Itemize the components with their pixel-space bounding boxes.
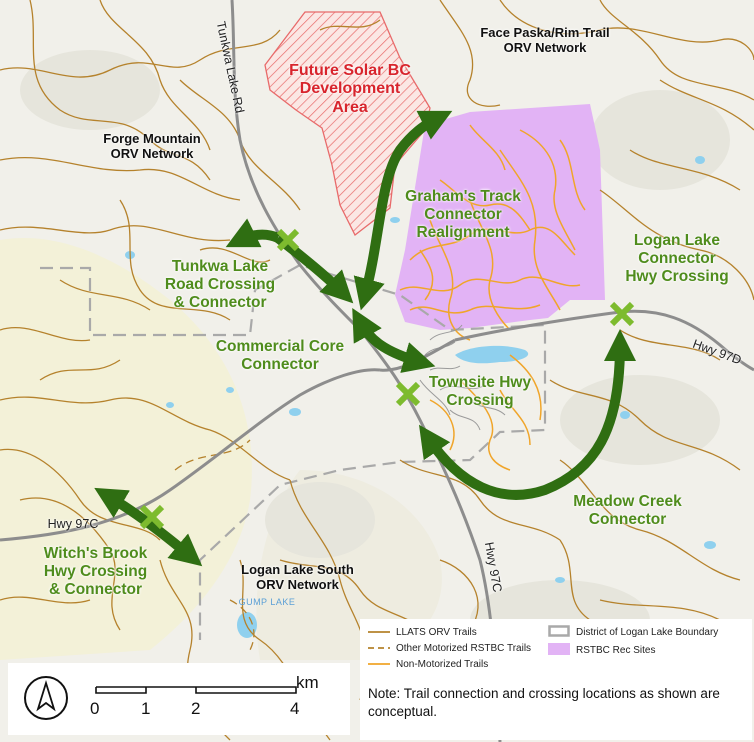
legend-item-llats: LLATS ORV Trails: [368, 627, 477, 638]
legend-llats-label: LLATS ORV Trails: [396, 627, 477, 638]
grahams-track-connector-arrow: [353, 110, 453, 311]
scale-tick-0: 0: [90, 699, 100, 718]
witchs-brook-label: Witch's Brook Hwy Crossing & Connector: [43, 545, 148, 598]
map-legend: LLATS ORV Trails Other Motorized RSTBC T…: [360, 619, 752, 740]
other-motorized-trails: [174, 439, 255, 651]
other-motorized-swatch: [368, 643, 390, 654]
boundary-swatch: [548, 625, 570, 640]
rec-sites-swatch: [548, 643, 570, 658]
tunkwa-road-west-arrow: [225, 218, 281, 248]
scale-graphics: [24, 676, 297, 720]
connector-arrows: [94, 110, 636, 567]
scale-tick-4: 4: [290, 699, 300, 718]
commercial-core-connector-arrow: [352, 308, 436, 373]
district-boundary: [40, 263, 547, 640]
crossing-x-icon: [139, 504, 165, 530]
scale-tick-1: 1: [141, 699, 151, 718]
scale-bar-box: 0 1 2 4 km: [8, 663, 350, 735]
legend-item-rec-sites: RSTBC Rec Sites: [548, 643, 655, 658]
forge-mountain-label: Forge Mountain ORV Network: [103, 131, 201, 161]
tunkwa-crossing-label: Tunkwa Lake Road Crossing & Connector: [164, 258, 276, 311]
scale-tick-2: 2: [191, 699, 201, 718]
legend-other-motorized-label: Other Motorized RSTBC Trails: [396, 643, 532, 654]
meadow-creek-connector-arrow: [418, 329, 636, 500]
hwy-97c-west-label: Hwy 97C: [47, 517, 99, 531]
grahams-track-label: Graham's Track Connector Realignment: [405, 188, 521, 241]
crossing-x-icon: [276, 228, 300, 252]
non-motorized-swatch: [368, 659, 390, 670]
legend-item-other-motorized: Other Motorized RSTBC Trails: [368, 643, 531, 654]
crossing-x-icon: [395, 381, 421, 407]
solar-area-label: Future Solar BC Development Area: [289, 62, 411, 116]
north-arrow-icon: [24, 676, 68, 720]
crossing-x-icon: [609, 301, 635, 327]
logan-lake-south-label: Logan Lake South ORV Network: [241, 562, 354, 592]
scale-unit: km: [296, 673, 319, 692]
gump-lake-label: GUMP LAKE: [238, 597, 296, 607]
witchs-brook-connector-arrow: [94, 487, 203, 567]
townsite-crossing-label: Townsite Hwy Crossing: [428, 374, 532, 409]
legend-item-boundary: District of Logan Lake Boundary: [548, 625, 718, 640]
llats-swatch: [368, 627, 390, 638]
legend-boundary-label: District of Logan Lake Boundary: [576, 627, 719, 638]
commercial-core-label: Commercial Core Connector: [215, 338, 345, 373]
crossing-markers: [139, 228, 635, 530]
meadow-creek-label: Meadow Creek Connector: [573, 493, 682, 528]
face-paska-label: Face Paska/Rim Trail ORV Network: [480, 25, 610, 55]
scale-bar: [95, 686, 297, 694]
hwy-97d-road: [454, 309, 754, 372]
legend-note: Note: Trail connection and crossing loca…: [368, 686, 720, 720]
legend-rec-sites-label: RSTBC Rec Sites: [576, 645, 656, 656]
logan-lake-connector-label: Logan Lake Connector Hwy Crossing: [625, 232, 729, 285]
legend-item-non-motorized: Non-Motorized Trails: [368, 659, 488, 670]
hwy-97c-west-road: [0, 368, 381, 542]
legend-non-motorized-label: Non-Motorized Trails: [396, 659, 489, 670]
